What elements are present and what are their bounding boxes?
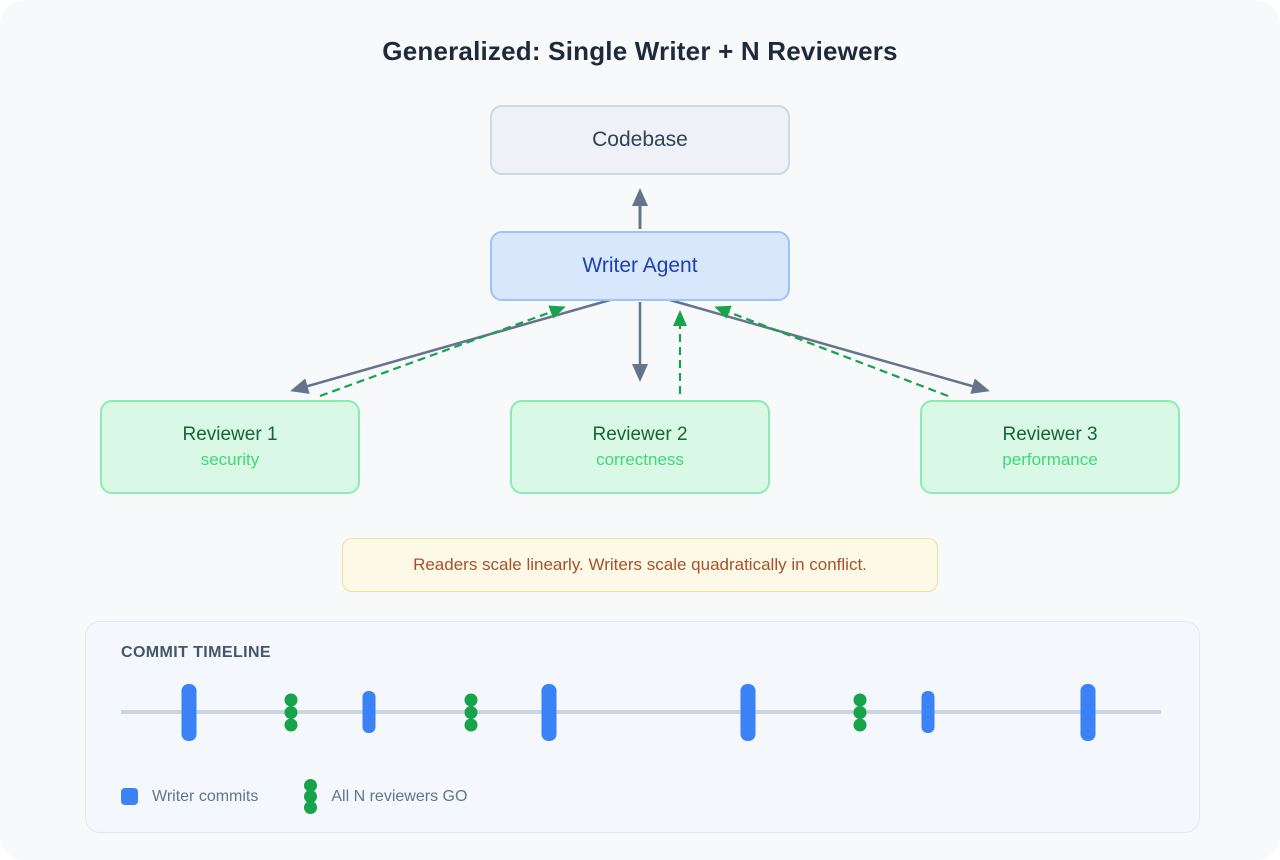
commit-mark <box>541 684 557 741</box>
arrow-writer-to-reviewer-1 <box>290 298 611 394</box>
reviewer-3-focus: performance <box>1002 450 1098 469</box>
arrow-reviewer-3-to-writer-dashed <box>714 305 949 398</box>
timeline-svg <box>121 684 1161 741</box>
timeline-legend: Writer commits All N reviewers GO <box>121 779 468 814</box>
legend-item-reviewers-go: All N reviewers GO <box>304 779 468 814</box>
reviewers-go-swatch-icon <box>304 779 318 814</box>
writer-commit-swatch-icon <box>121 788 138 805</box>
commit-mark <box>1080 684 1096 741</box>
node-reviewer-2: Reviewer 2 correctness <box>510 400 770 494</box>
arrow-reviewer-1-to-writer-dashed <box>319 305 566 398</box>
reviewers-go-mark <box>284 693 298 732</box>
commit-mark <box>921 691 935 733</box>
codebase-label: Codebase <box>592 128 688 151</box>
node-reviewer-1: Reviewer 1 security <box>100 400 360 494</box>
node-reviewer-3: Reviewer 3 performance <box>920 400 1180 494</box>
reviewer-1-focus: security <box>200 450 260 469</box>
reviewer-3-label: Reviewer 3 <box>1002 424 1098 445</box>
commit-timeline-panel: COMMIT TIMELINE Writer commits All N rev… <box>85 621 1200 833</box>
commit-mark <box>740 684 756 741</box>
reviewer-1-label: Reviewer 1 <box>182 424 278 445</box>
reviewers-go-mark <box>853 693 867 732</box>
writer-agent-label: Writer Agent <box>582 254 698 277</box>
reviewer-2-focus: correctness <box>596 450 684 469</box>
node-writer-agent: Writer Agent <box>490 231 790 301</box>
commit-mark <box>362 691 376 733</box>
reviewer-2-label: Reviewer 2 <box>592 424 688 445</box>
legend-item-writer-commits: Writer commits <box>121 788 258 806</box>
page-title: Generalized: Single Writer + N Reviewers <box>382 36 898 66</box>
arrow-writer-to-reviewer-3 <box>669 298 990 394</box>
commit-timeline-heading: COMMIT TIMELINE <box>121 644 271 661</box>
legend-label-reviewers-go: All N reviewers GO <box>331 787 468 805</box>
legend-label-writer-commits: Writer commits <box>152 787 259 805</box>
scaling-note: Readers scale linearly. Writers scale qu… <box>342 538 938 592</box>
reviewers-go-mark <box>464 693 478 732</box>
node-codebase: Codebase <box>490 105 790 175</box>
commit-mark <box>181 684 197 741</box>
